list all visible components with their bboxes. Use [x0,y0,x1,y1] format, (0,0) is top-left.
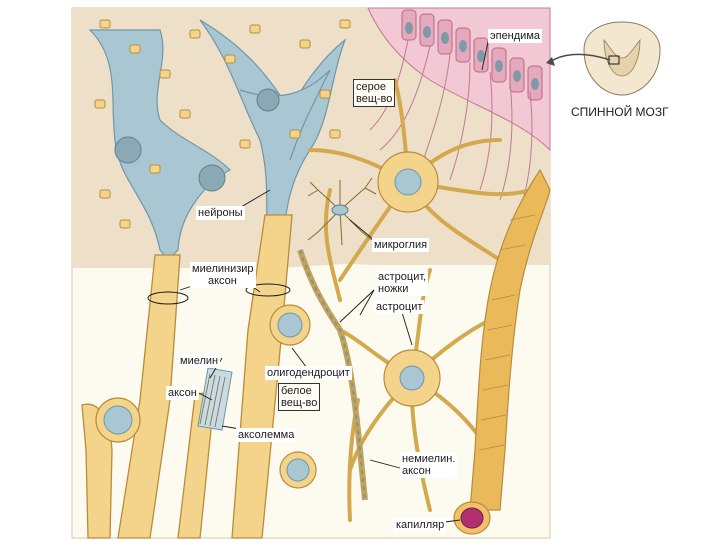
label-axon: аксон [166,386,199,400]
label-microglia: микроглия [372,238,429,252]
label-white-matter: белое вещ-во [278,383,320,411]
label-capillary: капилляр [394,518,446,532]
label-myelinated-axon-line2: аксон [192,275,254,287]
label-myelinated-axon: миелинизир аксон [190,262,256,288]
label-neurons: нейроны [196,206,245,220]
label-gray-matter-line1: серое [356,81,392,93]
label-oligodendrocyte: олигодендроцит [265,366,352,380]
label-unmyelinated-axon: немиелин. аксон [400,452,457,478]
label-myelin: миелин [178,354,220,368]
label-gray-matter: серое вещ-во [353,79,395,107]
label-astrocyte-feet-line2: ножки [378,283,426,295]
label-white-matter-line1: белое [281,385,317,397]
label-unmyelinated-axon-line2: аксон [402,465,455,477]
label-myelinated-axon-line1: миелинизир [192,263,254,275]
label-astrocyte-feet: астроцит, ножки [376,270,428,296]
label-white-matter-line2: вещ-во [281,397,317,409]
label-ependyma: эпендима [488,29,542,43]
label-astrocyte-feet-line1: астроцит, [378,271,426,283]
label-unmyelinated-axon-line1: немиелин. [402,453,455,465]
label-axolemma: аксолемма [236,428,296,442]
label-spinal-cord: СПИННОЙ МОЗГ [571,106,669,118]
label-gray-matter-line2: вещ-во [356,93,392,105]
spinal-cord-inset [584,22,660,95]
label-astrocyte: астроцит [374,300,424,314]
